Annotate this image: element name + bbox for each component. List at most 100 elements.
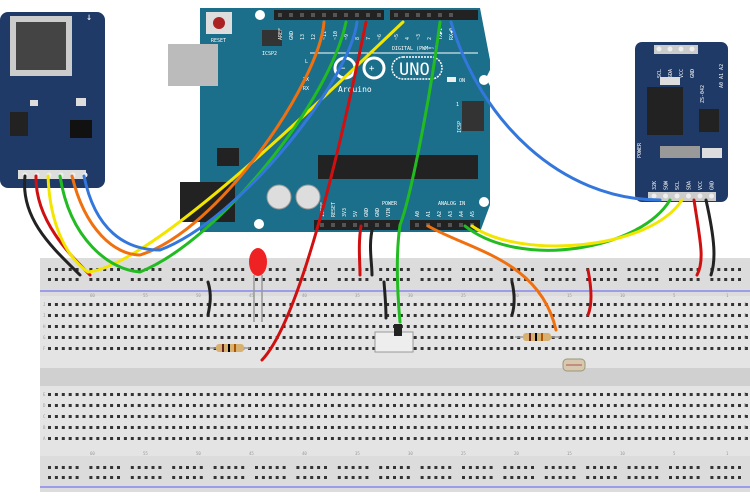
breadboard-hole[interactable]	[738, 426, 741, 429]
breadboard-hole[interactable]	[613, 268, 617, 271]
breadboard-hole[interactable]	[606, 476, 610, 479]
breadboard-hole[interactable]	[510, 268, 514, 271]
breadboard-hole[interactable]	[724, 415, 728, 418]
breadboard-hole[interactable]	[172, 404, 176, 407]
breadboard-hole[interactable]	[158, 347, 162, 350]
breadboard-hole[interactable]	[531, 426, 534, 429]
breadboard-hole[interactable]	[675, 268, 679, 271]
breadboard-hole[interactable]	[413, 404, 417, 407]
breadboard-hole[interactable]	[662, 393, 666, 396]
breadboard-hole[interactable]	[255, 426, 258, 429]
breadboard-hole[interactable]	[68, 466, 72, 469]
breadboard-hole[interactable]	[96, 426, 100, 429]
breadboard-hole[interactable]	[158, 325, 162, 328]
breadboard-hole[interactable]	[158, 437, 162, 440]
breadboard-hole[interactable]	[606, 437, 610, 440]
breadboard-hole[interactable]	[172, 268, 176, 271]
breadboard-hole[interactable]	[441, 268, 445, 271]
breadboard-hole[interactable]	[724, 347, 728, 350]
breadboard-hole[interactable]	[296, 404, 300, 407]
breadboard-hole[interactable]	[510, 426, 514, 429]
breadboard-hole[interactable]	[399, 466, 403, 469]
breadboard-hole[interactable]	[606, 466, 610, 469]
breadboard-hole[interactable]	[317, 476, 321, 479]
breadboard-hole[interactable]	[379, 325, 383, 328]
breadboard-hole[interactable]	[744, 303, 748, 306]
breadboard-hole[interactable]	[641, 347, 645, 350]
breadboard-hole[interactable]	[475, 466, 479, 469]
breadboard-hole[interactable]	[613, 393, 617, 396]
breadboard-hole[interactable]	[310, 347, 314, 350]
breadboard-hole[interactable]	[206, 415, 210, 418]
breadboard-hole[interactable]	[696, 415, 700, 418]
breadboard-hole[interactable]	[413, 325, 417, 328]
breadboard-hole[interactable]	[54, 268, 58, 271]
breadboard-hole[interactable]	[524, 466, 528, 469]
breadboard-hole[interactable]	[282, 476, 286, 479]
breadboard-hole[interactable]	[468, 466, 472, 469]
breadboard-hole[interactable]	[572, 268, 576, 271]
breadboard-hole[interactable]	[427, 393, 431, 396]
breadboard-hole[interactable]	[296, 415, 300, 418]
breadboard-hole[interactable]	[544, 325, 548, 328]
breadboard-hole[interactable]	[261, 404, 265, 407]
breadboard-hole[interactable]	[738, 404, 741, 407]
breadboard-hole[interactable]	[275, 437, 279, 440]
breadboard-hole[interactable]	[537, 426, 541, 429]
breadboard-hole[interactable]	[365, 347, 369, 350]
breadboard-hole[interactable]	[324, 314, 327, 317]
breadboard-hole[interactable]	[468, 303, 472, 306]
breadboard-hole[interactable]	[482, 466, 486, 469]
breadboard-hole[interactable]	[593, 303, 597, 306]
breadboard-hole[interactable]	[717, 393, 721, 396]
breadboard-hole[interactable]	[110, 393, 114, 396]
breadboard-hole[interactable]	[731, 336, 735, 339]
breadboard-hole[interactable]	[696, 476, 700, 479]
breadboard-hole[interactable]	[710, 466, 714, 469]
breadboard-hole[interactable]	[372, 426, 376, 429]
breadboard-hole[interactable]	[544, 437, 548, 440]
breadboard-hole[interactable]	[137, 476, 141, 479]
breadboard-hole[interactable]	[110, 278, 114, 281]
breadboard-hole[interactable]	[151, 268, 155, 271]
breadboard-hole[interactable]	[344, 466, 348, 469]
breadboard-hole[interactable]	[234, 393, 238, 396]
breadboard-hole[interactable]	[682, 314, 686, 317]
breadboard-hole[interactable]	[448, 314, 452, 317]
breadboard-hole[interactable]	[662, 426, 666, 429]
breadboard-hole[interactable]	[744, 415, 748, 418]
breadboard-hole[interactable]	[330, 336, 334, 339]
header-pin[interactable]	[344, 13, 348, 17]
breadboard-hole[interactable]	[358, 437, 362, 440]
breadboard-hole[interactable]	[144, 466, 148, 469]
breadboard-hole[interactable]	[386, 476, 390, 479]
breadboard-hole[interactable]	[103, 303, 107, 306]
breadboard-hole[interactable]	[179, 303, 183, 306]
breadboard-hole[interactable]	[282, 393, 286, 396]
breadboard-hole[interactable]	[738, 325, 741, 328]
breadboard-hole[interactable]	[248, 393, 252, 396]
breadboard-hole[interactable]	[427, 325, 431, 328]
breadboard-hole[interactable]	[441, 303, 445, 306]
breadboard-hole[interactable]	[689, 437, 693, 440]
breadboard-hole[interactable]	[586, 415, 590, 418]
breadboard-hole[interactable]	[234, 336, 238, 339]
breadboard-hole[interactable]	[441, 426, 445, 429]
breadboard-hole[interactable]	[192, 426, 196, 429]
breadboard-hole[interactable]	[503, 314, 507, 317]
breadboard-hole[interactable]	[330, 415, 334, 418]
breadboard-hole[interactable]	[158, 303, 162, 306]
breadboard-hole[interactable]	[130, 325, 134, 328]
breadboard-hole[interactable]	[172, 466, 176, 469]
breadboard-hole[interactable]	[103, 437, 107, 440]
breadboard-hole[interactable]	[199, 336, 203, 339]
breadboard-hole[interactable]	[406, 303, 410, 306]
breadboard-hole[interactable]	[75, 476, 79, 479]
breadboard-hole[interactable]	[255, 476, 258, 479]
rtc-pin[interactable]	[678, 46, 684, 52]
breadboard-hole[interactable]	[89, 336, 93, 339]
breadboard-hole[interactable]	[351, 314, 355, 317]
breadboard-hole[interactable]	[662, 314, 666, 317]
breadboard-hole[interactable]	[282, 278, 286, 281]
breadboard-hole[interactable]	[710, 336, 714, 339]
